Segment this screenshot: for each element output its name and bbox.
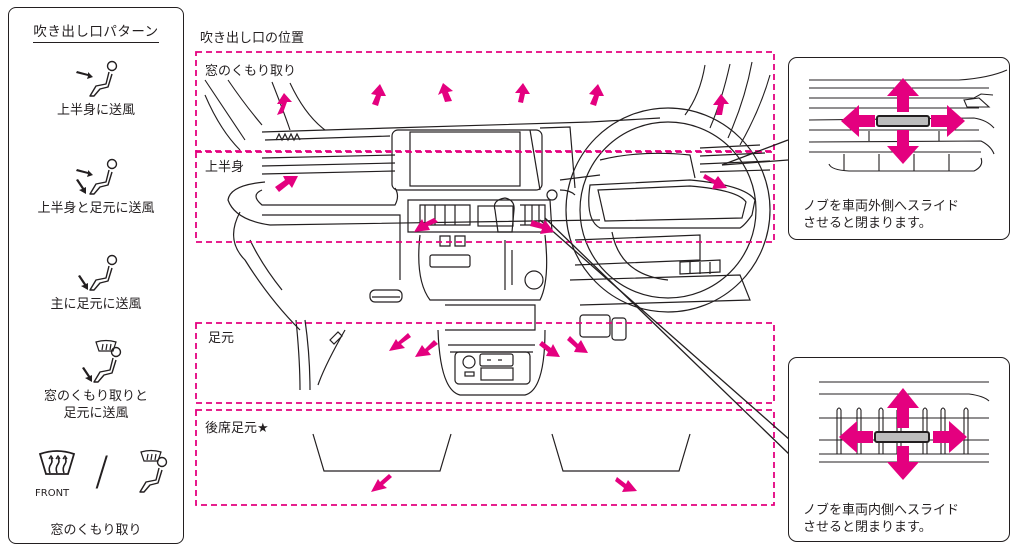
inner-vent-illustration <box>819 381 990 480</box>
rear-seat-outlines <box>312 433 691 472</box>
separator-slash: / <box>95 449 109 495</box>
legend-title: 吹き出し口パターン <box>9 20 183 43</box>
zone-label-feet: 足元 <box>208 331 235 346</box>
arrow-upper-3 <box>530 220 554 234</box>
arrow-upper-2 <box>414 218 438 232</box>
arrow-down <box>887 130 919 164</box>
arrow-defrost-1 <box>277 93 292 115</box>
arrow-feet-4 <box>567 336 588 353</box>
arrow-up <box>887 388 919 428</box>
front-defrost-icon <box>38 450 76 475</box>
airflow-arrows <box>275 83 729 492</box>
arrow-rear-2 <box>615 477 637 492</box>
callout-leaders <box>539 139 791 456</box>
arrow-left <box>841 105 875 137</box>
outer-vent-arrows <box>841 78 965 164</box>
arrow-defrost-2 <box>371 84 386 106</box>
zone-upper-body-box <box>195 151 775 243</box>
arrow-down <box>887 446 919 480</box>
defrost-seat-icon <box>139 449 168 493</box>
inner-vent-arrows <box>839 388 967 480</box>
callout-outer-vent: ノブを車両外側へスライド させると閉まります。 <box>788 57 1010 240</box>
legend-item-defrost-and-feet: 窓のくもり取りと 足元に送風 <box>9 338 183 422</box>
zone-defrost-box <box>195 51 775 152</box>
legend-item-feet: 主に足元に送風 <box>9 252 183 313</box>
callout-inner-vent: ノブを車両内側へスライド させると閉まります。 <box>788 357 1010 542</box>
arrow-rear-1 <box>371 474 392 492</box>
defrost-and-feet-airflow-icon <box>82 339 122 383</box>
arrow-upper-4 <box>703 174 727 189</box>
arrow-right <box>933 421 967 453</box>
outer-vent-illustration <box>808 69 1008 172</box>
vent-location-title: 吹き出し口の位置 <box>200 31 305 46</box>
upper-body-airflow-icon <box>76 60 118 97</box>
dashboard-body <box>227 107 771 396</box>
arrow-up <box>887 78 919 112</box>
front-label: FRONT <box>35 488 70 499</box>
arrow-defrost-3 <box>438 83 453 102</box>
inner-vent-instruction: ノブを車両内側へスライド させると閉まります。 <box>803 503 960 535</box>
defrost-icons-row: FRONT / <box>9 448 183 508</box>
arrow-defrost-4 <box>515 83 530 103</box>
zone-label-defrost: 窓のくもり取り <box>205 64 297 79</box>
zone-rear-feet-box <box>195 409 775 506</box>
feet-airflow-icon <box>78 254 118 291</box>
outer-vent-instruction: ノブを車両外側へスライド させると閉まります。 <box>803 199 960 231</box>
arrow-defrost-5 <box>589 84 604 106</box>
arrow-feet-2 <box>415 340 438 357</box>
vent-zones <box>195 51 775 506</box>
arrow-left <box>839 421 873 453</box>
arrow-right <box>931 105 965 137</box>
zone-label-rear-feet: 後席足元★ <box>205 421 269 436</box>
zone-label-upper-body: 上半身 <box>205 160 245 175</box>
arrow-defrost-6 <box>713 94 729 115</box>
arrow-upper-1 <box>275 176 298 192</box>
upper-body-and-feet-airflow-icon <box>76 158 118 195</box>
legend-item-defrost: FRONT / 窓のくもり取り <box>9 448 183 539</box>
vent-pattern-legend: 吹き出し口パターン 上半身に送風 上半身と足元に送風 主に足元に送風 <box>8 7 184 544</box>
zone-feet-box <box>195 322 775 404</box>
windshield-lines-right <box>684 61 771 146</box>
arrow-feet-1 <box>389 333 411 351</box>
arrow-feet-3 <box>539 341 560 357</box>
legend-item-upper-body-and-feet: 上半身と足元に送風 <box>9 156 183 217</box>
legend-item-upper-body: 上半身に送風 <box>9 58 183 119</box>
